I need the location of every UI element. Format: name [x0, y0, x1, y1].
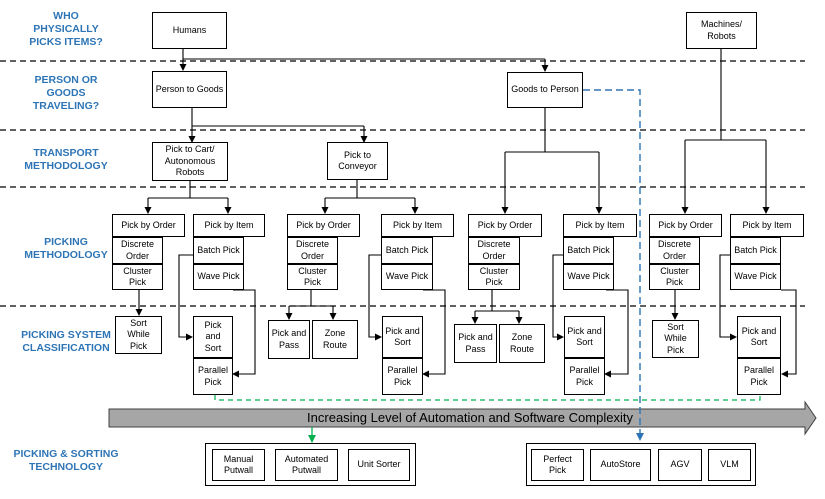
automation-banner-arrow — [108, 400, 817, 436]
system-parallel-pick-machines: Parallel Pick — [737, 358, 781, 395]
system-pick-and-pass-conveyor: Pick and Pass — [268, 320, 310, 359]
system-sort-while-pick-cart: Sort While Pick — [115, 316, 162, 354]
method-discrete-order-machines: Discrete Order — [649, 237, 700, 264]
automation-banner-text: Increasing Level of Automation and Softw… — [307, 410, 633, 425]
method-pick-by-order-cart: Pick by Order — [112, 214, 185, 237]
method-batch-pick-gtp: Batch Pick — [563, 237, 614, 264]
tech-automated-putwall: Automated Putwall — [275, 449, 338, 481]
method-batch-pick-conveyor: Batch Pick — [381, 237, 433, 264]
method-pick-by-item-gtp: Pick by Item — [563, 214, 637, 237]
method-pick-by-order-conveyor: Pick by Order — [287, 214, 360, 237]
method-pick-by-item-cart: Pick by Item — [193, 214, 265, 237]
method-discrete-order-conveyor: Discrete Order — [287, 237, 338, 264]
method-batch-pick-cart: Batch Pick — [193, 237, 244, 264]
system-parallel-pick-gtp: Parallel Pick — [564, 358, 605, 395]
method-discrete-order-gtp: Discrete Order — [468, 237, 520, 264]
system-zone-route-gtp: Zone Route — [499, 324, 545, 363]
method-pick-by-item-machines: Pick by Item — [730, 214, 804, 237]
row-label-travel: PERSON OR GOODS TRAVELING? — [32, 74, 100, 112]
method-batch-pick-machines: Batch Pick — [730, 237, 781, 264]
node-goods-to-person: Goods to Person — [507, 72, 583, 108]
green-dashed-path — [214, 395, 761, 401]
tech-manual-putwall: Manual Putwall — [212, 449, 265, 481]
system-pick-and-sort-gtp: Pick and Sort — [564, 316, 605, 358]
method-cluster-pick-gtp: Cluster Pick — [468, 264, 520, 290]
node-humans: Humans — [152, 12, 227, 49]
row-label-picking: PICKING METHODOLOGY — [24, 236, 108, 261]
method-wave-pick-machines: Wave Pick — [730, 264, 781, 290]
method-pick-by-order-machines: Pick by Order — [649, 214, 722, 237]
row-label-system: PICKING SYSTEM CLASSIFICATION — [21, 329, 111, 354]
row-label-transport: TRANSPORT METHODOLOGY — [24, 147, 108, 172]
node-pick-to-conveyor: Pick to Conveyor — [327, 142, 388, 180]
system-pick-and-sort-conveyor: Pick and Sort — [382, 316, 423, 358]
node-pick-to-cart: Pick to Cart/ Autonomous Robots — [152, 142, 228, 181]
tech-autostore: AutoStore — [590, 449, 651, 481]
tech-unit-sorter: Unit Sorter — [348, 449, 410, 481]
method-pick-by-order-gtp: Pick by Order — [468, 214, 542, 237]
method-discrete-order-cart: Discrete Order — [112, 237, 163, 264]
method-cluster-pick-cart: Cluster Pick — [112, 264, 163, 290]
system-parallel-pick-conveyor: Parallel Pick — [382, 358, 423, 395]
tree-connectors — [135, 49, 797, 378]
system-pick-and-pass-gtp: Pick and Pass — [454, 324, 497, 363]
method-pick-by-item-conveyor: Pick by Item — [381, 214, 454, 237]
row-label-tech: PICKING & SORTING TECHNOLOGY — [13, 448, 119, 473]
blue-dashed-path — [583, 89, 644, 441]
tech-perfect-pick: Perfect Pick — [531, 449, 584, 481]
method-cluster-pick-machines: Cluster Pick — [649, 264, 700, 290]
method-wave-pick-cart: Wave Pick — [193, 264, 244, 290]
system-zone-route-conveyor: Zone Route — [312, 320, 358, 359]
method-wave-pick-gtp: Wave Pick — [563, 264, 614, 290]
tech-vlm: VLM — [708, 449, 751, 481]
system-parallel-pick-cart: Parallel Pick — [193, 358, 233, 395]
node-person-to-goods: Person to Goods — [152, 71, 227, 108]
row-dividers — [0, 60, 805, 307]
system-sort-while-pick-machines: Sort While Pick — [652, 320, 699, 358]
method-cluster-pick-conveyor: Cluster Pick — [287, 264, 338, 290]
node-machines-robots: Machines/ Robots — [686, 12, 757, 49]
tech-agv: AGV — [658, 449, 702, 481]
row-label-who: WHO PHYSICALLY PICKS ITEMS? — [29, 10, 103, 48]
method-wave-pick-conveyor: Wave Pick — [381, 264, 433, 290]
system-pick-and-sort-machines: Pick and Sort — [737, 316, 781, 358]
system-pick-and-sort-cart: Pick and Sort — [193, 316, 233, 358]
